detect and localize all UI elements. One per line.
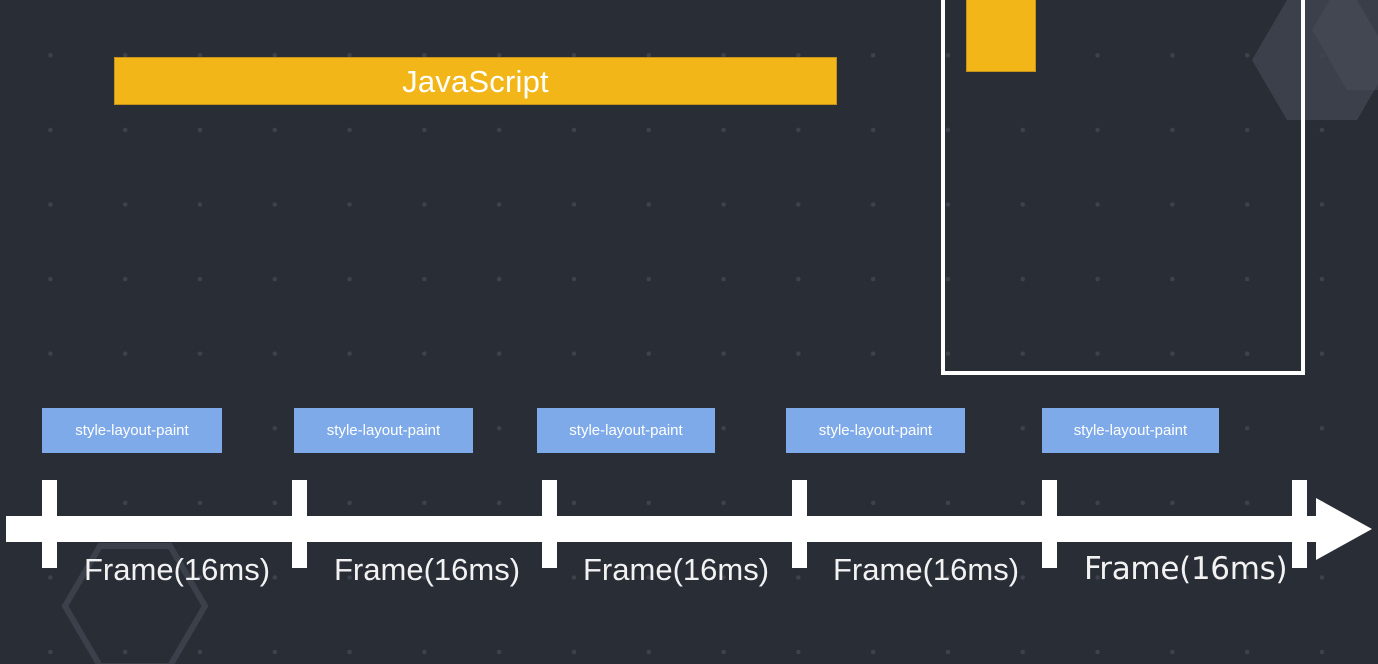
pipeline-chip-label: style-layout-paint [569,422,683,439]
frame-label-3: Frame(16ms) [583,552,770,587]
frame-label-1: Frame(16ms) [84,552,271,587]
pipeline-chip-2[interactable]: style-layout-paint [294,408,473,453]
frame-label-2: Frame(16ms) [334,552,521,587]
frame-label-4: Frame(16ms) [833,552,1020,587]
pipeline-chip-label: style-layout-paint [1073,422,1188,439]
timeline-tick [292,480,307,568]
frame-label-5: Frame(16ms) [1084,551,1288,587]
timeline-axis [6,516,1337,542]
timeline-arrow-icon [1316,498,1372,560]
timeline-tick [42,480,57,568]
timeline-tick [1292,480,1307,568]
pipeline-chip-1[interactable]: style-layout-paint [42,408,222,453]
pipeline-chip-label: style-layout-paint [326,422,441,439]
timeline-tick [1042,480,1057,568]
timeline-tick [792,480,807,568]
javascript-task-bar[interactable]: JavaScript [114,57,837,105]
pipeline-chip-5[interactable]: style-layout-paint [1042,408,1219,453]
viewport-yellow-square [966,0,1036,72]
viewport-outline [941,0,1305,375]
pipeline-chip-label: style-layout-paint [75,422,189,439]
pipeline-chip-4[interactable]: style-layout-paint [786,408,965,453]
pipeline-chip-3[interactable]: style-layout-paint [537,408,715,453]
timeline-tick [542,480,557,568]
javascript-task-label: JavaScript [402,63,549,99]
pipeline-chip-label: style-layout-paint [818,422,933,439]
